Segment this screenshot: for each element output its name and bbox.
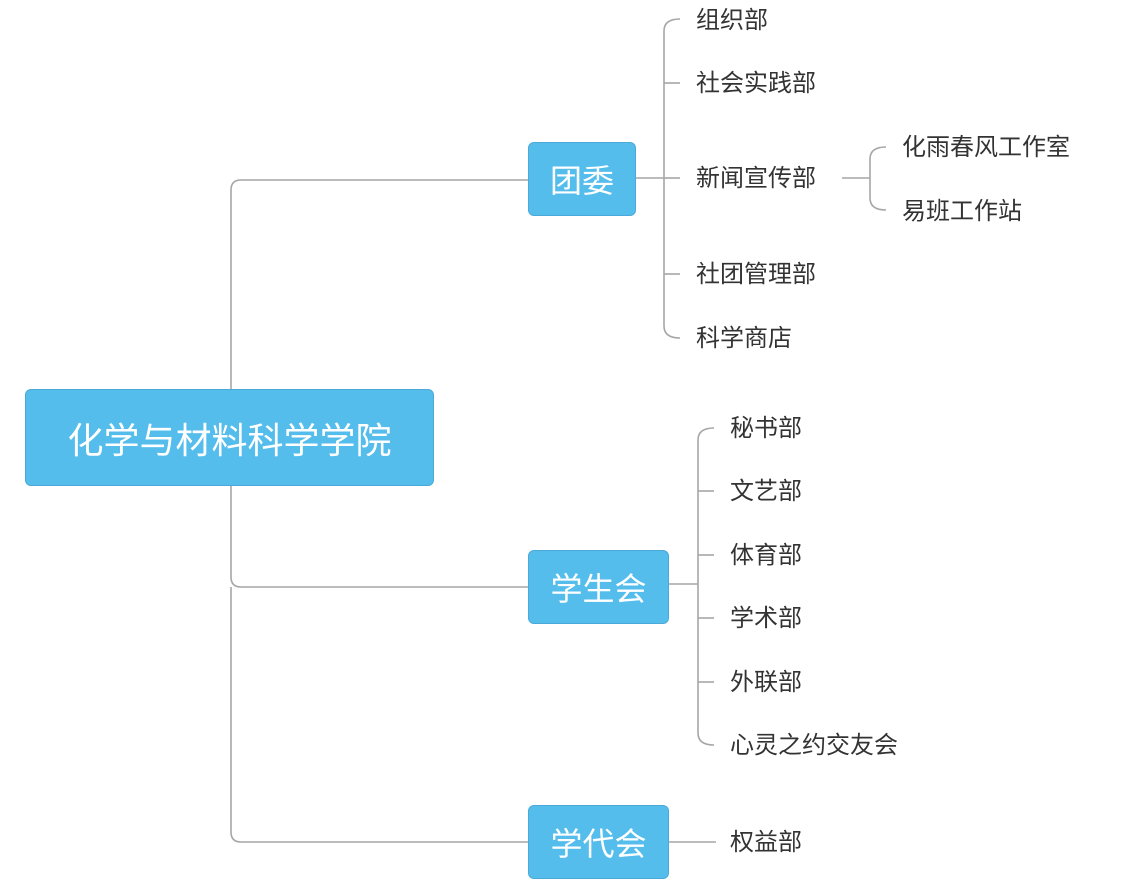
node-tuanwei[interactable]: 团委 [528,142,636,216]
leaf-wenyibu[interactable]: 文艺部 [730,477,802,505]
leaf-zuzhibu[interactable]: 组织部 [696,6,768,34]
root-to-xuedaihui [230,587,528,843]
root-to-xueshenghui [230,486,528,588]
node-xuedaihui[interactable]: 学代会 [528,805,669,879]
leaf-kexueshangdian[interactable]: 科学商店 [696,324,792,352]
leaf-wailianbu[interactable]: 外联部 [730,668,802,696]
xueshenghui-bracket [697,427,715,746]
leaf-quanyibu[interactable]: 权益部 [730,828,802,856]
root-node[interactable]: 化学与材料科学学院 [25,389,434,486]
leaf-xinlingzhiyue[interactable]: 心灵之约交友会 [730,731,898,759]
leaf-mishubu[interactable]: 秘书部 [730,414,802,442]
leaf-shehuishijianbu[interactable]: 社会实践部 [696,69,816,97]
leaf-shetuanguanlibu[interactable]: 社团管理部 [696,260,816,288]
leaf-tiyubu[interactable]: 体育部 [730,541,802,569]
root-trunk [230,179,528,389]
leaf-xinwenxuanchuanbu[interactable]: 新闻宣传部 [696,164,816,192]
leaf-huayuchunfeng[interactable]: 化雨春风工作室 [902,133,1070,161]
node-xueshenghui[interactable]: 学生会 [528,550,669,624]
xinwen-bracket [869,146,887,211]
leaf-yibangongzuozhan[interactable]: 易班工作站 [902,197,1022,225]
leaf-xueshubu[interactable]: 学术部 [730,604,802,632]
